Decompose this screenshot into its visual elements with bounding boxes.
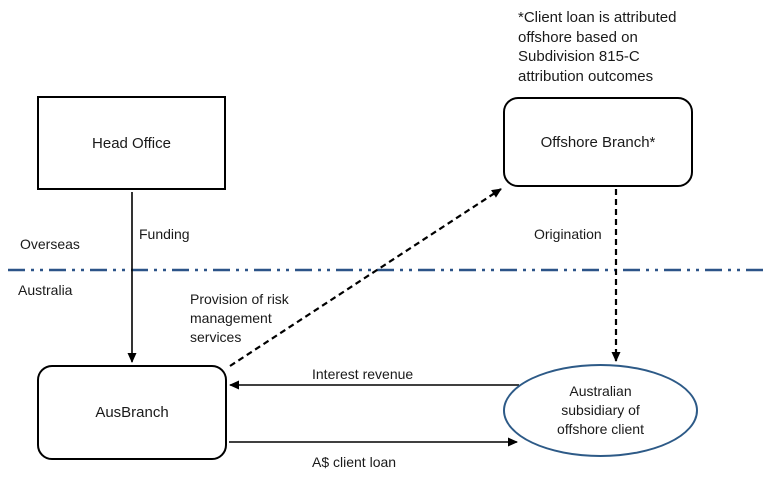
node-offshore-branch: Offshore Branch* [503, 97, 693, 187]
region-label-australia: Australia [18, 282, 73, 298]
node-offshore-branch-label: Offshore Branch* [540, 133, 656, 151]
edge-label-provision: Provision of risk management services [190, 291, 289, 345]
node-subsidiary-ellipse: Australian subsidiary of offshore client [503, 364, 698, 457]
annotation-note: *Client loan is attributed offshore base… [518, 9, 677, 85]
node-head-office-label: Head Office [92, 134, 171, 152]
edge-label-funding: Funding [139, 226, 190, 242]
edge-label-origination: Origination [534, 226, 602, 242]
edge-label-interest-revenue: Interest revenue [312, 366, 414, 382]
edge-label-client-loan: A$ client loan [312, 454, 397, 470]
region-label-overseas: Overseas [20, 236, 80, 252]
node-subsidiary-label: Australian subsidiary of offshore client [557, 383, 644, 437]
node-head-office: Head Office [37, 96, 226, 190]
node-aus-branch-label: AusBranch [95, 404, 169, 421]
node-aus-branch: AusBranch [37, 365, 227, 460]
provision-arrow [229, 188, 502, 367]
